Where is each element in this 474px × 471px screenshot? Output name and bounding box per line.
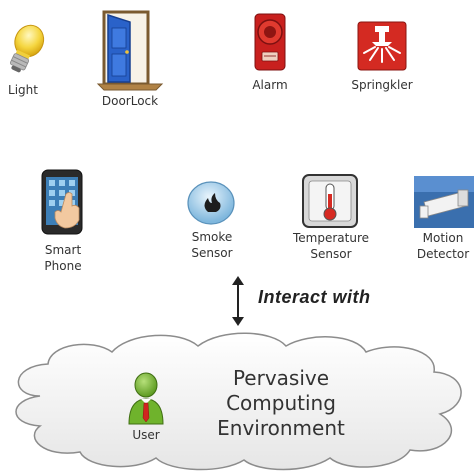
environment-line-3: Environment [217,416,345,440]
smartphone-label-2: Phone [44,259,82,273]
alarm-bell-icon [254,13,286,71]
smoke-sensor-label-1: Smoke [191,230,233,244]
smartphone-label-1: Smart [44,243,82,257]
motion-detector-label-1: Motion [422,231,464,245]
cloud-shape [15,332,462,471]
smoke-sensor-icon [187,181,235,225]
smartphone-icon [41,169,83,235]
thermometer-icon [302,174,358,228]
alarm-label: Alarm [252,78,288,92]
doorlock-label: DoorLock [101,94,159,108]
motion-detector-label-2: Detector [416,247,470,261]
light-bulb-icon [9,24,45,73]
temperature-sensor-label-2: Sensor [310,247,352,261]
temperature-sensor-label-1: Temperature [292,231,369,245]
bidirectional-arrow-icon [232,276,244,326]
user-label: User [132,428,160,442]
sprinkler-icon [357,21,407,71]
interact-with-label: Interact with [258,287,371,307]
environment-line-1: Pervasive [232,366,330,390]
environment-title: Pervasive Computing Environment [196,366,366,441]
light-label: Light [8,83,38,97]
camera-icon [414,176,474,228]
door-icon [96,10,164,91]
springkler-label: Springkler [351,78,413,92]
user-icon [128,372,164,425]
environment-line-2: Computing [226,391,336,415]
smoke-sensor-label-2: Sensor [191,246,233,260]
